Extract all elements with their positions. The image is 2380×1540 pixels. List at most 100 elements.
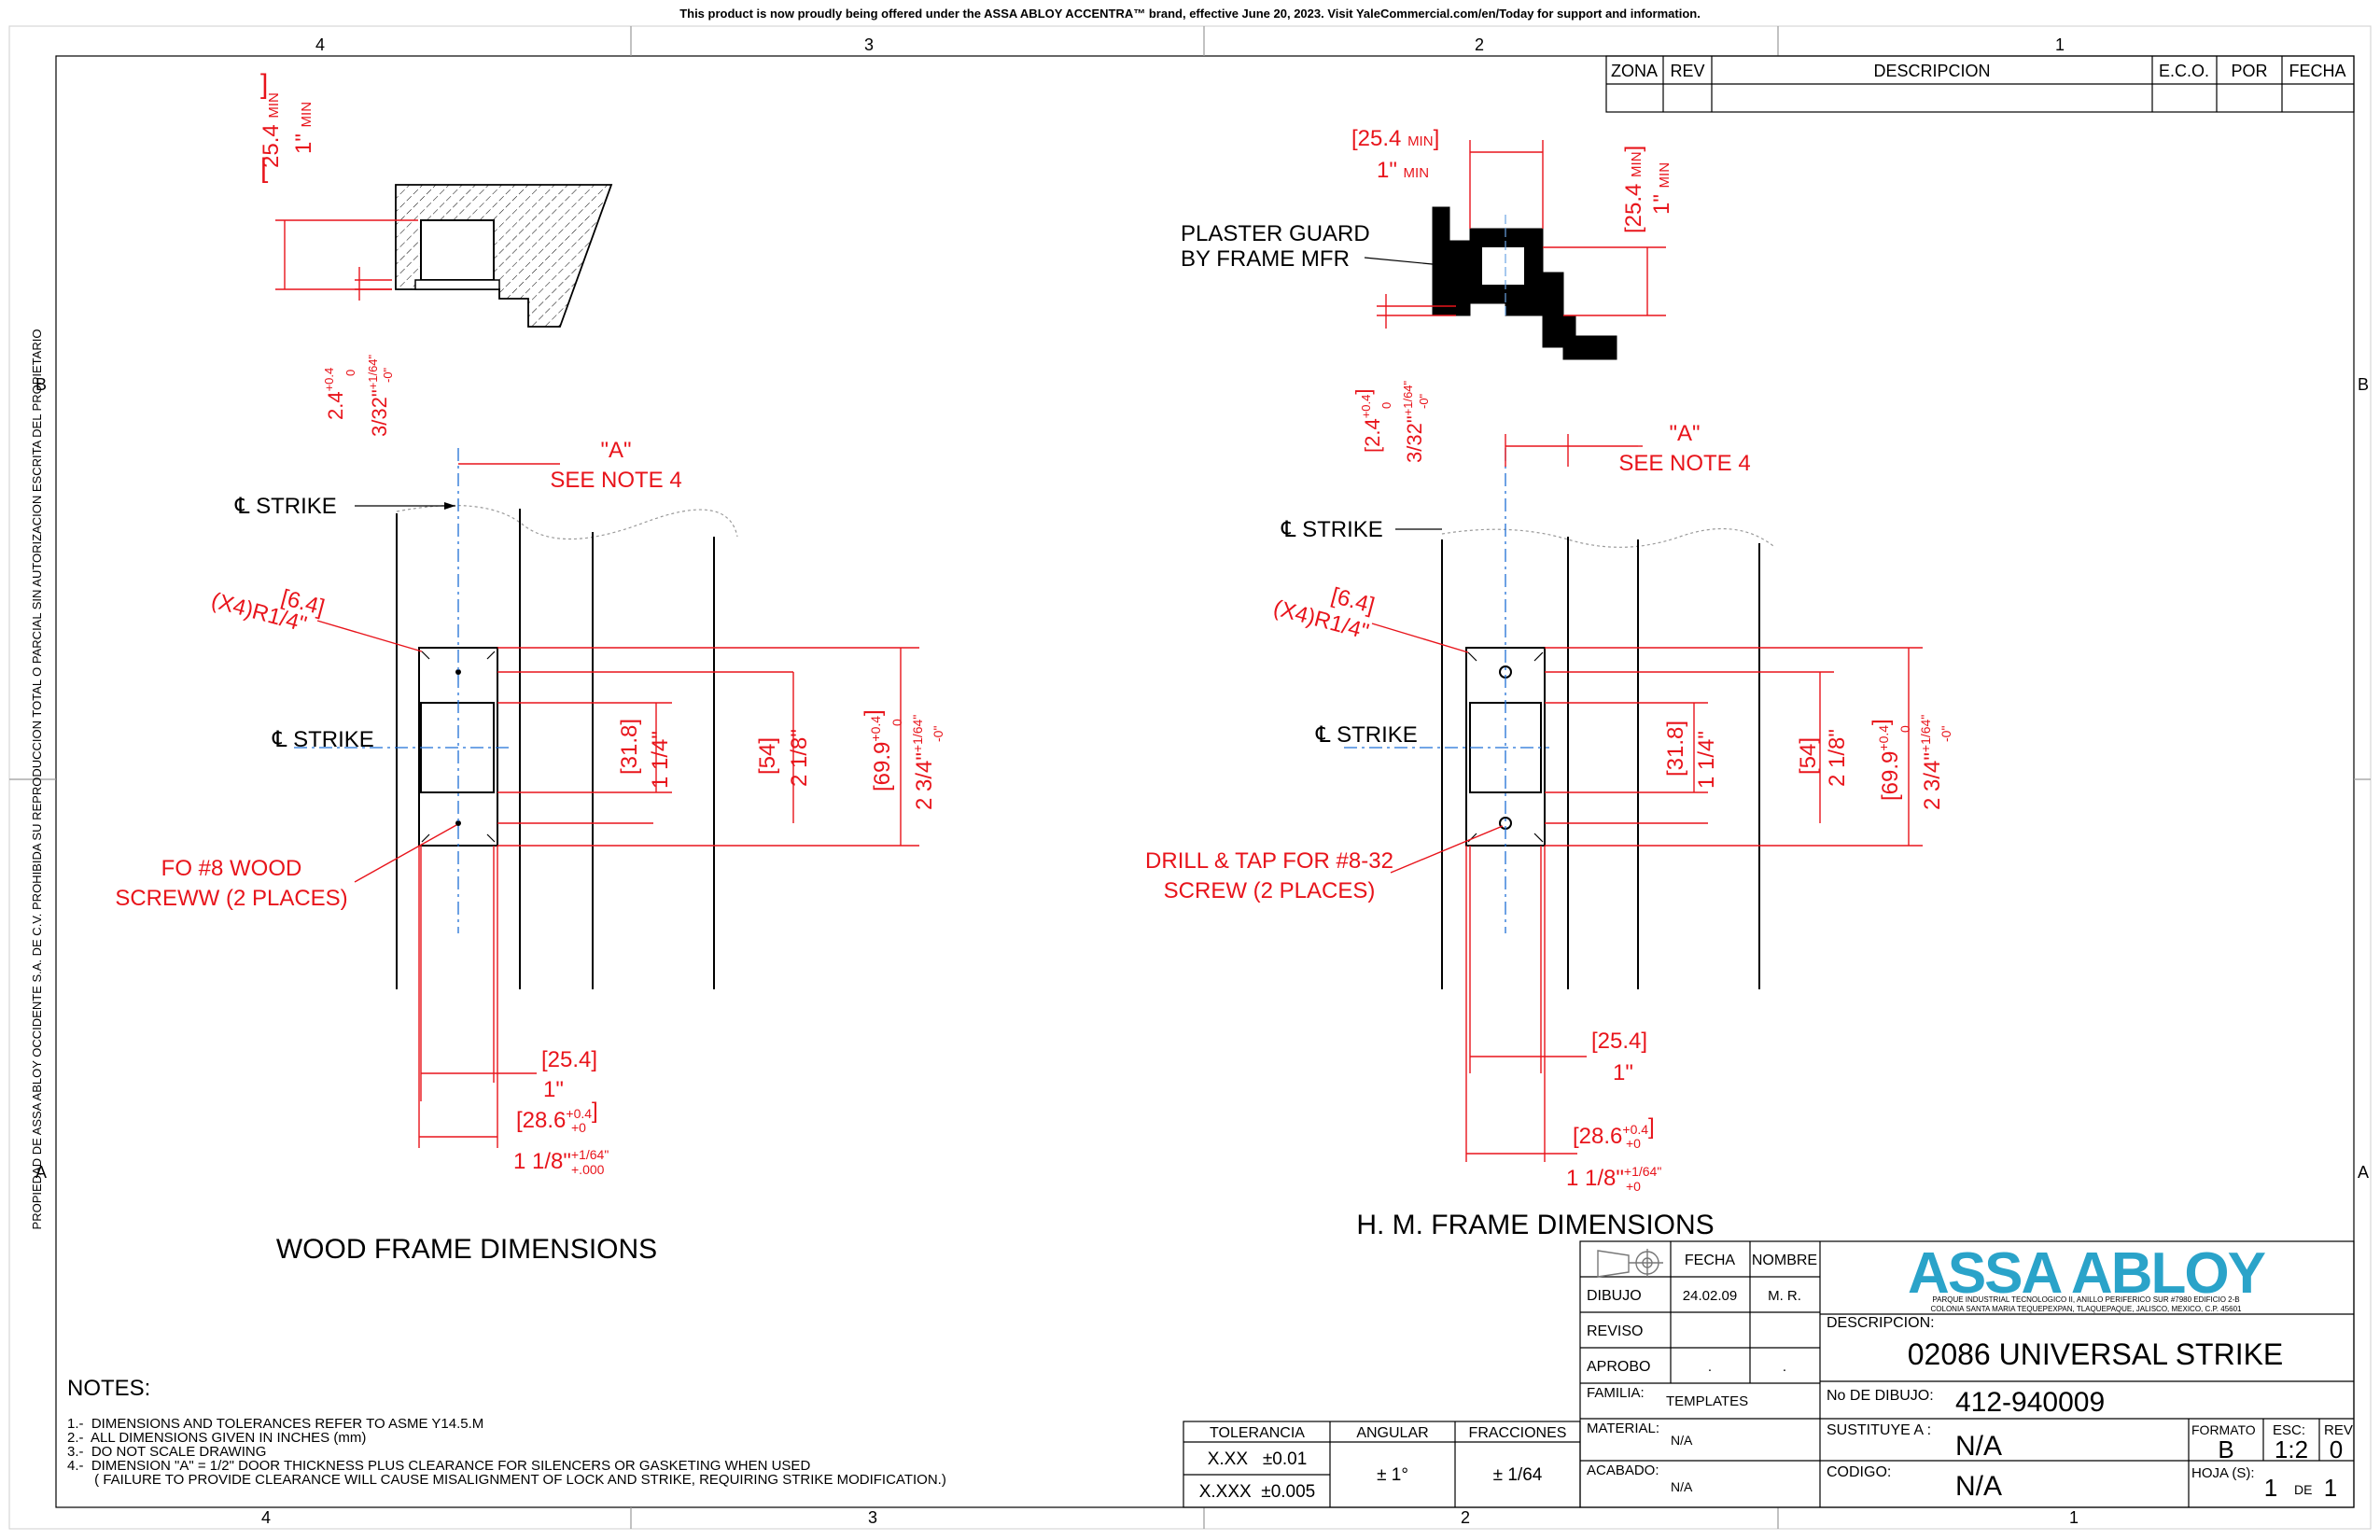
tol-angular: ± 1°	[1377, 1465, 1408, 1485]
hm-dim-small-in: 3/32"+1/64"	[1401, 380, 1426, 463]
outer-border	[8, 25, 2372, 1530]
zone-label: 3	[864, 35, 874, 54]
dim-1-1-8-tol: +.000	[571, 1162, 605, 1177]
rev-header-eco: E.C.O.	[2159, 62, 2209, 80]
hm-dim-1-1-8: 1 1/8"+1/64"	[1566, 1164, 1661, 1191]
tb-acabado-label: ACABADO:	[1587, 1463, 1659, 1478]
tb-familia-label: FAMILIA:	[1587, 1385, 1645, 1401]
screw-hole	[455, 669, 461, 675]
tb-codigo-label: CODIGO:	[1827, 1464, 1891, 1480]
drill-note-2: SCREW (2 PLACES)	[1164, 878, 1376, 903]
zone-label: 1	[2069, 1508, 2079, 1527]
tb-esc-label: ESC:	[2273, 1422, 2305, 1438]
screw-note-1: FO #8 WOOD	[161, 856, 302, 881]
tb-address-1: PARQUE INDUSTRIAL TECNOLOGICO II, ANILLO…	[1932, 1295, 2239, 1304]
title-block: FECHA NOMBRE DIBUJO 24.02.09 M. R. REVIS…	[1579, 1240, 2355, 1508]
tb-dibujo-nombre: M. R.	[1768, 1288, 1801, 1304]
tb-descripcion-label: DESCRIPCION:	[1827, 1315, 1935, 1331]
tb-aprobo: APROBO	[1587, 1359, 1650, 1375]
hm-frame-title: H. M. FRAME DIMENSIONS	[1356, 1210, 1714, 1240]
dim-2-3-4-tol: -0"	[931, 726, 945, 742]
rev-header-rev: REV	[1670, 62, 1704, 80]
hm-dim-2-1-8: 2 1/8"	[1825, 729, 1850, 787]
tb-material-label: MATERIAL:	[1587, 1421, 1659, 1436]
dim-69-9-tol: 0	[889, 719, 904, 726]
dim-25-4: [25.4]	[541, 1047, 597, 1072]
tb-de-label: DE	[2294, 1482, 2312, 1497]
zone-label: 3	[868, 1508, 877, 1527]
drill-note-1: DRILL & TAP FOR #8-32	[1145, 848, 1393, 874]
zone-label: 1	[2055, 35, 2065, 54]
hm-dim-54: [54]	[1796, 737, 1821, 775]
svg-text:[: [	[260, 153, 269, 184]
note-item: 4.- DIMENSION "A" = 1/2" DOOR THICKNESS …	[67, 1458, 810, 1474]
tb-aprobo-nombre: .	[1783, 1359, 1786, 1375]
dim-top-mm: 25.4 MIN	[259, 92, 284, 168]
zone-label: 4	[261, 1508, 271, 1527]
tolerance-block: TOLERANCIA ANGULAR FRACCIONES X.XX ±0.01…	[1183, 1421, 1581, 1508]
hm-dim-a-note: SEE NOTE 4	[1618, 451, 1750, 476]
tol-xxx: X.XXX ±0.005	[1199, 1482, 1316, 1502]
tb-codigo-value: N/A	[1955, 1471, 2002, 1502]
dim-31-8: [31.8]	[617, 719, 642, 775]
projection-symbol-icon	[1597, 1249, 1663, 1278]
hm-dim-small-mm-tol: 0	[1379, 402, 1393, 409]
note-item: 3.- DO NOT SCALE DRAWING	[67, 1444, 266, 1460]
wood-frame-title: WOOD FRAME DIMENSIONS	[276, 1234, 657, 1265]
tol-xx: X.XX ±0.01	[1208, 1449, 1308, 1469]
tb-acabado-value: N/A	[1671, 1479, 1693, 1494]
note-item: ( FAILURE TO PROVIDE CLEARANCE WILL CAUS…	[67, 1472, 946, 1488]
cl-strike-top: ℄ STRIKE	[234, 494, 337, 519]
hm-frame-section	[1432, 206, 1617, 360]
zone-label: 4	[315, 35, 325, 54]
tb-hoja-value: 1	[2264, 1474, 2277, 1502]
hm-cl-strike-top: ℄ STRIKE	[1281, 517, 1383, 542]
wood-frame-view: 25.4 MIN 1" MIN 2.4+0.4 0 3/32"+1/64" -0…	[115, 69, 945, 1265]
tb-familia-value: TEMPLATES	[1666, 1393, 1748, 1409]
dim-a-note: SEE NOTE 4	[550, 468, 681, 493]
hm-dim-1-1-8-tol: +0	[1626, 1179, 1641, 1194]
tol-fractions: ± 1/64	[1493, 1465, 1543, 1485]
wood-strike-mortise	[420, 219, 495, 281]
dim-1-1-8: 1 1/8"+1/64"	[513, 1147, 609, 1174]
hm-dim-2-3-4: 2 3/4"+1/64"	[1918, 715, 1945, 810]
rev-header-por: POR	[2231, 62, 2267, 80]
dim-small-in-tol: -0"	[381, 367, 395, 383]
note-item: 1.- DIMENSIONS AND TOLERANCES REFER TO A…	[67, 1416, 483, 1432]
dim-a-label: "A"	[600, 438, 631, 463]
tb-material-value: N/A	[1671, 1433, 1693, 1448]
screw-hole	[455, 820, 461, 826]
hm-dim-right-in: 1" MIN	[1649, 162, 1674, 215]
tb-dibujo: DIBUJO	[1587, 1288, 1642, 1304]
svg-text:]: ]	[260, 69, 268, 100]
hm-dim-1in: 1"	[1613, 1060, 1633, 1085]
hm-dim-31-8: [31.8]	[1663, 721, 1688, 777]
note-item: 2.- ALL DIMENSIONS GIVEN IN INCHES (mm)	[67, 1430, 366, 1446]
zone-ticks	[9, 26, 2371, 1529]
dim-2-3-4: 2 3/4"+1/64"	[910, 715, 937, 810]
tb-hoja-label: HOJA (S):	[2191, 1465, 2255, 1481]
brand-logo: ASSA ABLOY	[1908, 1241, 2266, 1306]
hm-cl-strike-mid: ℄ STRIKE	[1315, 722, 1418, 748]
dim-small-mm-tol: 0	[343, 370, 357, 376]
dim-1in: 1"	[543, 1077, 564, 1102]
zone-label: A	[35, 1163, 47, 1182]
dim-54: [54]	[755, 737, 780, 775]
dim-2-1-8: 2 1/8"	[787, 729, 812, 787]
hm-dim-right-mm: [25.4 MIN]	[1621, 146, 1646, 233]
tb-dibujo-no-label: No DE DIBUJO:	[1827, 1388, 1934, 1404]
zone-label: A	[2358, 1163, 2369, 1182]
cl-strike-mid: ℄ STRIKE	[272, 727, 374, 752]
notes-block: NOTES: 1.- DIMENSIONS AND TOLERANCES REF…	[67, 1376, 946, 1488]
plaster-guard-1: PLASTER GUARD	[1181, 221, 1370, 246]
notes-heading: NOTES:	[67, 1376, 150, 1401]
dim-small-mm: 2.4+0.4	[322, 368, 347, 420]
tb-formato-value: B	[2218, 1435, 2233, 1463]
zone-label: B	[35, 375, 47, 394]
tb-rev-value: 0	[2330, 1435, 2343, 1463]
tol-header-fracciones: FRACCIONES	[1469, 1425, 1567, 1441]
tb-dibujo-fecha: 24.02.09	[1683, 1288, 1737, 1304]
zone-label: 2	[1475, 35, 1484, 54]
hm-dim-28-6: [28.6+0.4]	[1573, 1114, 1655, 1149]
banner-text: This product is now proudly being offere…	[679, 7, 1701, 21]
